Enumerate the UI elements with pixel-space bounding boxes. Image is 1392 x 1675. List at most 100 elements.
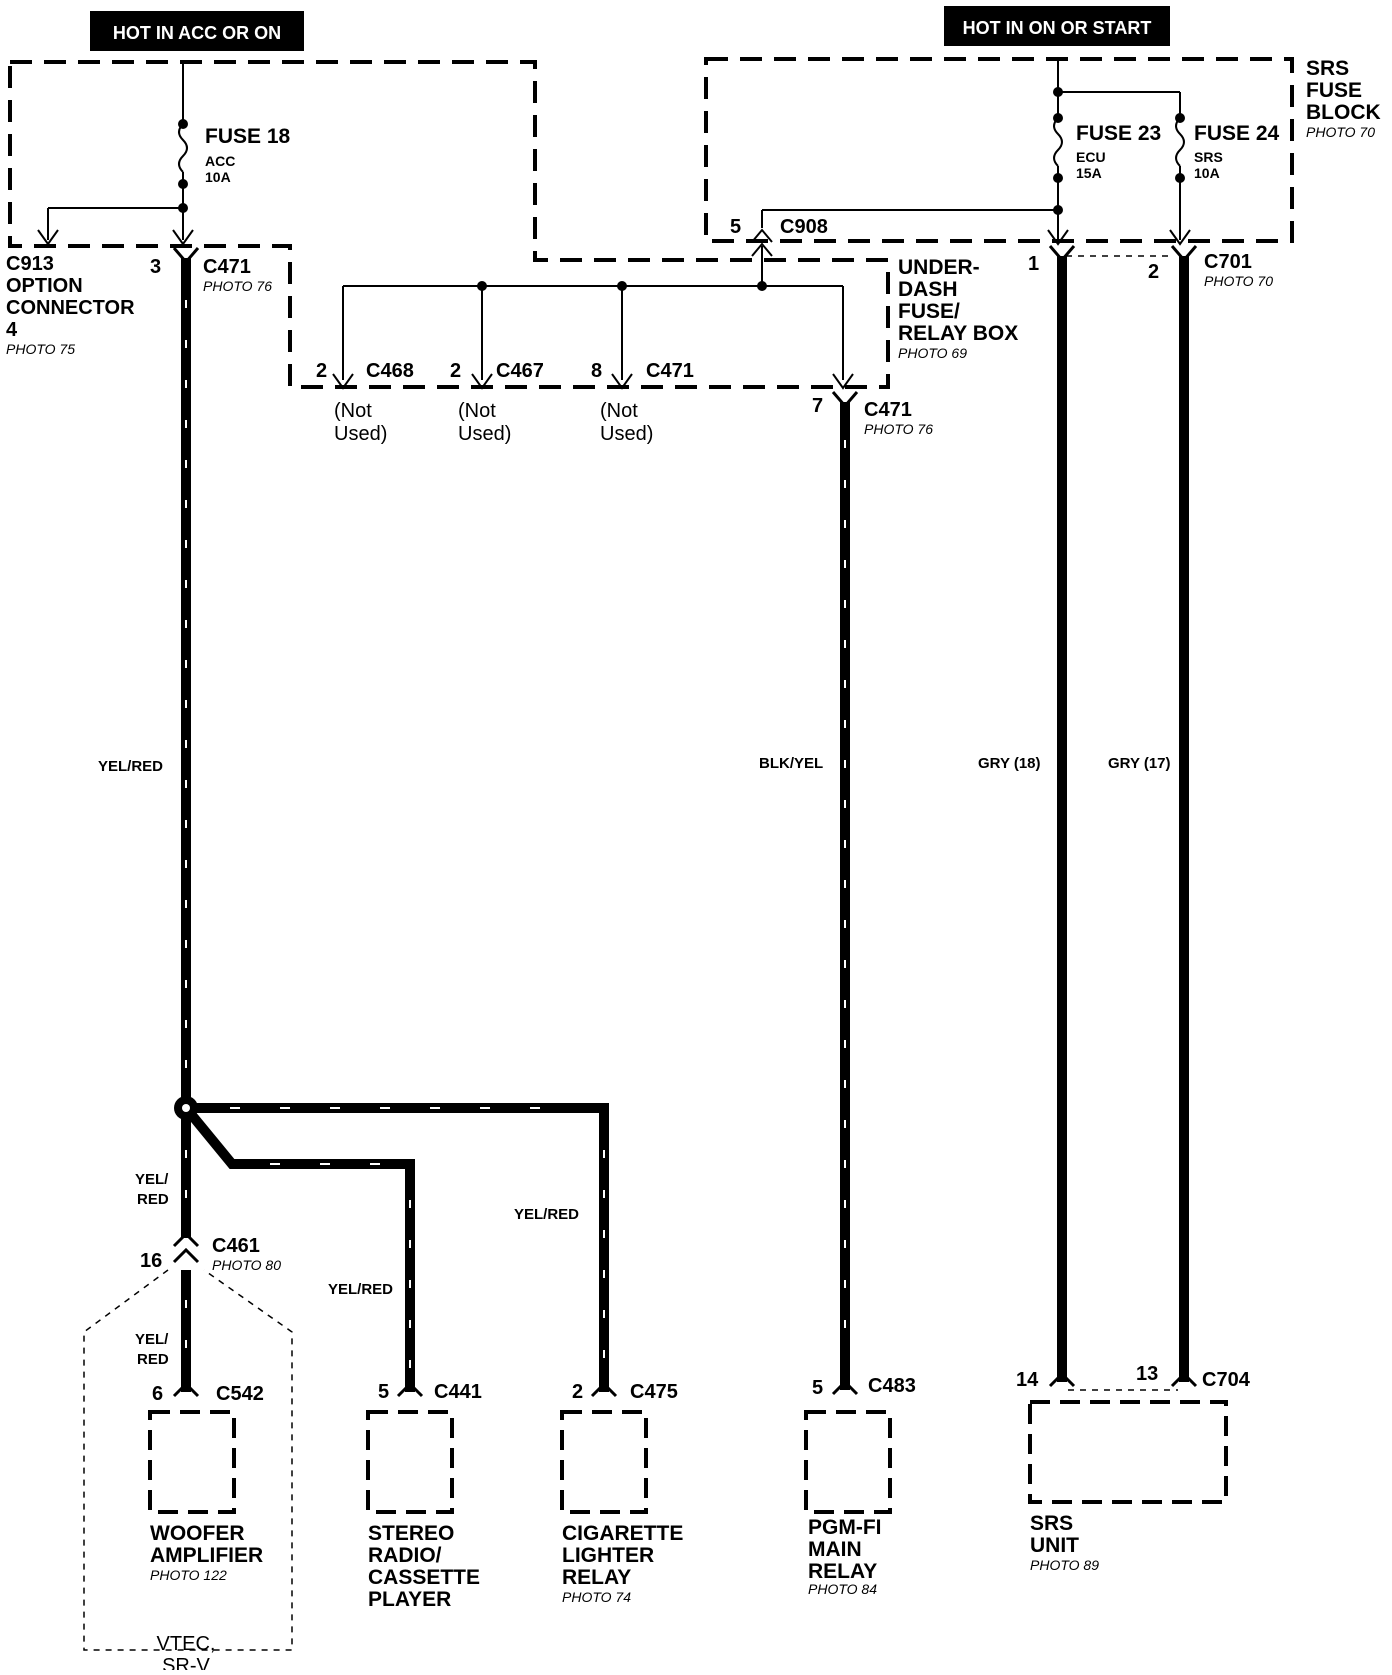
srs-block-photo: PHOTO 70 xyxy=(1306,124,1375,140)
c471-top-id: C471 xyxy=(203,256,251,278)
c908-pin: 5 xyxy=(730,216,741,238)
wire-label-gry-18: GRY (18) xyxy=(978,755,1041,772)
c461-pin: 16 xyxy=(140,1250,162,1272)
wire-label-yel-lower: YEL/ xyxy=(135,1331,169,1348)
srs-block-label-line1: SRS xyxy=(1306,57,1349,80)
underdash-label-line3: FUSE/ xyxy=(898,300,960,323)
not-used-2-line1: (Not xyxy=(458,400,496,422)
cig-photo: PHOTO 74 xyxy=(562,1589,631,1605)
junction-dot xyxy=(1053,173,1063,183)
junction-dot xyxy=(1175,173,1185,183)
c475-pin: 2 xyxy=(572,1381,583,1403)
junction-dot xyxy=(757,281,767,291)
header-right: HOT IN ON OR START xyxy=(944,6,1170,46)
woofer-label-line2: AMPLIFIER xyxy=(150,1544,263,1567)
splice-dot-center xyxy=(182,1104,190,1112)
wire-label-red-lower: RED xyxy=(137,1351,169,1368)
not-used-2-line2: Used) xyxy=(458,423,511,445)
fuse-18-circuit xyxy=(47,62,188,240)
c471-out-pin: 7 xyxy=(812,395,823,417)
underdash-photo: PHOTO 69 xyxy=(898,345,967,361)
stereo-label-line4: PLAYER xyxy=(368,1588,451,1611)
c471-out-photo: PHOTO 76 xyxy=(864,421,933,437)
c461-photo: PHOTO 80 xyxy=(212,1257,281,1273)
component-boxes xyxy=(148,1400,1228,1514)
c483-id: C483 xyxy=(868,1375,916,1397)
srs-unit-label-line2: UNIT xyxy=(1030,1534,1079,1557)
c471-mid-pin: 8 xyxy=(591,360,602,382)
c441-pin: 5 xyxy=(378,1381,389,1403)
option-connector-line2: CONNECTOR xyxy=(6,297,135,319)
option-connector-photo: PHOTO 75 xyxy=(6,341,75,357)
pgm-label-line3: RELAY xyxy=(808,1560,877,1583)
c701-id: C701 xyxy=(1204,251,1252,273)
underdash-label-line2: DASH xyxy=(898,278,958,301)
wire-label-yel-upper: YEL/ xyxy=(135,1171,169,1188)
c471-mid-id: C471 xyxy=(646,360,694,382)
cig-label-line3: RELAY xyxy=(562,1566,631,1589)
wire-label-red-upper: RED xyxy=(137,1191,169,1208)
c441-id: C441 xyxy=(434,1381,482,1403)
srs-unit-label-line1: SRS xyxy=(1030,1512,1073,1535)
srs-block-label-line2: FUSE xyxy=(1306,79,1362,102)
fuse-23-circuit-label: ECU xyxy=(1076,149,1106,165)
junction-dot xyxy=(477,281,487,291)
c701-photo: PHOTO 70 xyxy=(1204,273,1273,289)
stereo-label-line3: CASSETTE xyxy=(368,1566,480,1589)
wire-label-yel-red-stereo: YEL/RED xyxy=(328,1281,393,1298)
not-used-1-line2: Used) xyxy=(334,423,387,445)
c468-pin: 2 xyxy=(316,360,327,382)
pgm-photo: PHOTO 84 xyxy=(808,1581,877,1597)
fuse-24-rating: 10A xyxy=(1194,165,1220,181)
wire-label-gry-17: GRY (17) xyxy=(1108,755,1171,772)
c483-pin: 5 xyxy=(812,1377,823,1399)
svg-text:HOT IN ON OR START: HOT IN ON OR START xyxy=(963,18,1152,38)
underdash-fuse-box-outline xyxy=(8,60,890,389)
fuse-23-rating: 15A xyxy=(1076,165,1102,181)
junction-dot xyxy=(1053,113,1063,123)
stereo-label-line2: RADIO/ xyxy=(368,1544,442,1567)
c468-id: C468 xyxy=(366,360,414,382)
srs-fuse-block-outline xyxy=(704,57,1294,243)
c542-id: C542 xyxy=(216,1383,264,1405)
underdash-label-line1: UNDER- xyxy=(898,256,980,279)
not-used-3-line2: Used) xyxy=(600,423,653,445)
srs-unit-photo: PHOTO 89 xyxy=(1030,1557,1099,1573)
junction-dot xyxy=(178,119,188,129)
wire-stripes xyxy=(185,300,846,1368)
variant-label-line2: SR-V xyxy=(162,1655,210,1670)
srs-block-label-line3: BLOCK xyxy=(1306,101,1381,124)
fuse-18-name: FUSE 18 xyxy=(205,125,291,148)
not-used-3-line1: (Not xyxy=(600,400,638,422)
cig-label-line1: CIGARETTE xyxy=(562,1522,683,1545)
c908-id: C908 xyxy=(780,216,828,238)
woofer-label-line1: WOOFER xyxy=(150,1522,245,1545)
c471-out-id: C471 xyxy=(864,399,912,421)
arrow-icon xyxy=(1047,229,1191,246)
c467-pin: 2 xyxy=(450,360,461,382)
junction-dot xyxy=(617,281,627,291)
junction-dot xyxy=(178,179,188,189)
option-connector-line3: 4 xyxy=(6,319,18,341)
c704-id: C704 xyxy=(1202,1369,1251,1391)
fuse-18-rating: 10A xyxy=(205,169,231,185)
junction-dot xyxy=(1053,87,1063,97)
woofer-photo: PHOTO 122 xyxy=(150,1567,227,1583)
option-connector-line1: OPTION xyxy=(6,275,83,297)
cig-label-line2: LIGHTER xyxy=(562,1544,654,1567)
fuse-24-name: FUSE 24 xyxy=(1194,122,1280,145)
variant-outline xyxy=(83,1269,293,1651)
c471-top-photo: PHOTO 76 xyxy=(203,278,272,294)
c704-pin1: 14 xyxy=(1016,1369,1039,1391)
srs-fuse-circuit xyxy=(1053,59,1185,240)
not-used-1-line1: (Not xyxy=(334,400,372,422)
c701-pin1: 1 xyxy=(1028,253,1039,275)
connector-caps xyxy=(172,245,1198,1398)
c467-id: C467 xyxy=(496,360,544,382)
fuse-23-name: FUSE 23 xyxy=(1076,122,1161,145)
wire-label-yel-red-cig: YEL/RED xyxy=(514,1206,579,1223)
c701-pin2: 2 xyxy=(1148,261,1159,283)
c542-pin: 6 xyxy=(152,1383,163,1405)
junction-dot xyxy=(178,203,188,213)
